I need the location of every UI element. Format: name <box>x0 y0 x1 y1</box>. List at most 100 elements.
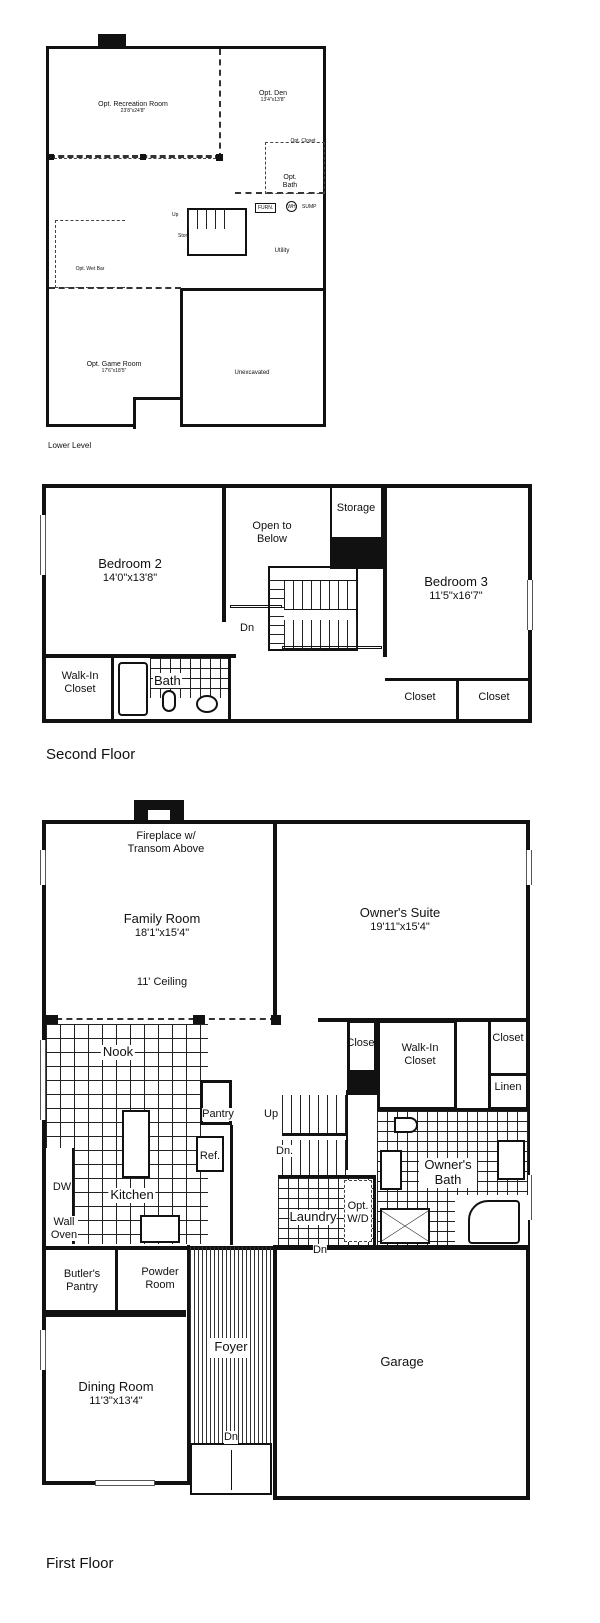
room-dims: 11'3"x13'4" <box>89 1394 143 1407</box>
column <box>216 154 223 161</box>
sump-label: SUMP <box>302 204 317 210</box>
room-dims: 11'5"x16'7" <box>429 589 483 602</box>
unexcavated-area <box>180 288 326 427</box>
closet-divider <box>456 680 459 720</box>
closet-row <box>385 678 529 720</box>
garage-steps-label: Dn <box>312 1244 328 1257</box>
stairs-up-label: Up <box>172 212 179 218</box>
opt-bath-outline <box>265 142 325 194</box>
closet-label: Opt. Closet <box>290 138 316 144</box>
closet-label: Closet <box>492 1032 524 1044</box>
closet-label: Closet <box>478 691 510 703</box>
closet-label: Closet <box>404 691 436 703</box>
bedroom2-bottom-wall <box>46 654 236 658</box>
fireplace-text: Fireplace w/ Transom Above <box>127 830 205 855</box>
game-room-wall <box>49 287 181 289</box>
walk-in-closet <box>46 656 114 719</box>
kitchen-island <box>122 1110 150 1178</box>
garage <box>273 1245 530 1500</box>
room-dims: 14'0"x13'8" <box>102 571 158 584</box>
shower <box>380 1208 430 1244</box>
window <box>40 850 46 885</box>
column <box>271 1015 281 1025</box>
stairs-up-label: Up <box>264 1108 279 1120</box>
stairs-down-label: Dn. <box>276 1145 294 1157</box>
rec-room-wall <box>49 155 221 159</box>
kitchen-right-wall <box>230 1125 233 1245</box>
window <box>40 1040 46 1120</box>
nook-label: Nook <box>100 1044 136 1060</box>
room-dims: 18'1"x15'4" <box>134 926 190 939</box>
first-floor-caption: First Floor <box>46 1555 114 1572</box>
open-to-below-label: Open to Below <box>252 520 292 545</box>
game-room-notch <box>133 397 182 429</box>
chimney <box>98 34 126 48</box>
toilet <box>162 690 176 712</box>
bedroom3-wall <box>383 487 387 657</box>
walk-in-closet-label: Walk-In Closet <box>401 1042 439 1067</box>
fireplace-hearth <box>148 810 170 820</box>
furnace-label: FURN. <box>255 203 277 213</box>
walk-in-closet-label: Walk-In Closet <box>61 670 99 695</box>
bath <box>113 656 231 719</box>
room-name: Family Room <box>123 911 201 926</box>
powder-room <box>118 1248 186 1313</box>
room-dims: 23'8"x24'8" <box>120 108 146 115</box>
room-name: Opt. Den <box>258 90 288 97</box>
stair-divider <box>282 1133 347 1136</box>
stairs-down-label: Dn <box>240 622 255 634</box>
dishwasher-label: DW <box>52 1181 72 1194</box>
room-name: Opt. Recreation Room <box>98 101 168 108</box>
room-name: Owner's Suite <box>359 905 441 920</box>
kitchen-label: Kitchen <box>108 1187 156 1203</box>
foyer-label-bg <box>210 1338 250 1358</box>
cooktop <box>140 1215 180 1243</box>
column <box>48 154 54 160</box>
window <box>527 580 533 630</box>
refrigerator <box>196 1136 224 1172</box>
family-owners-wall <box>273 822 277 1020</box>
lower-level-caption: Lower Level <box>48 441 92 450</box>
utility-label: Utility <box>274 248 290 254</box>
bedroom2-wall <box>222 487 226 622</box>
vanity <box>380 1150 402 1190</box>
vanity <box>497 1140 525 1180</box>
stair-treads <box>284 580 358 610</box>
room-dims: 17'6"x18'5" <box>101 368 127 375</box>
window <box>40 515 46 575</box>
room-name: Opt. Game Room <box>86 361 142 368</box>
railing <box>230 605 282 608</box>
butlers-pantry-label: Butler's Pantry <box>63 1268 101 1293</box>
chase <box>347 1070 377 1095</box>
room-name: Bedroom 2 <box>98 556 162 571</box>
fireplace-label: Fireplace w/ Transom Above <box>121 830 211 856</box>
room-dims: 13'4"x13'8" <box>260 97 286 104</box>
bath-label: Bath <box>153 673 182 688</box>
column <box>44 1015 58 1025</box>
window <box>95 1480 155 1486</box>
column <box>140 154 146 160</box>
garage-label: Garage <box>380 1354 424 1369</box>
tub <box>118 662 148 716</box>
stair-treads <box>284 620 358 650</box>
entry-arrow <box>231 1450 232 1490</box>
linen-divider <box>488 1073 528 1076</box>
stair-treads <box>188 209 228 229</box>
water-heater-label: WH <box>286 201 297 212</box>
wet-bar-outline <box>55 220 125 288</box>
bath-label: Opt. Bath <box>282 174 298 190</box>
dining-wall <box>46 1313 186 1317</box>
entry-steps-label: Dn <box>223 1431 239 1444</box>
stairs <box>278 1090 348 1170</box>
column <box>193 1015 205 1025</box>
sink <box>196 695 218 713</box>
second-floor-caption: Second Floor <box>46 746 136 763</box>
wet-bar-label: Opt. Wet Bar <box>75 266 105 272</box>
ceiling-note: 11' Ceiling <box>136 976 188 988</box>
